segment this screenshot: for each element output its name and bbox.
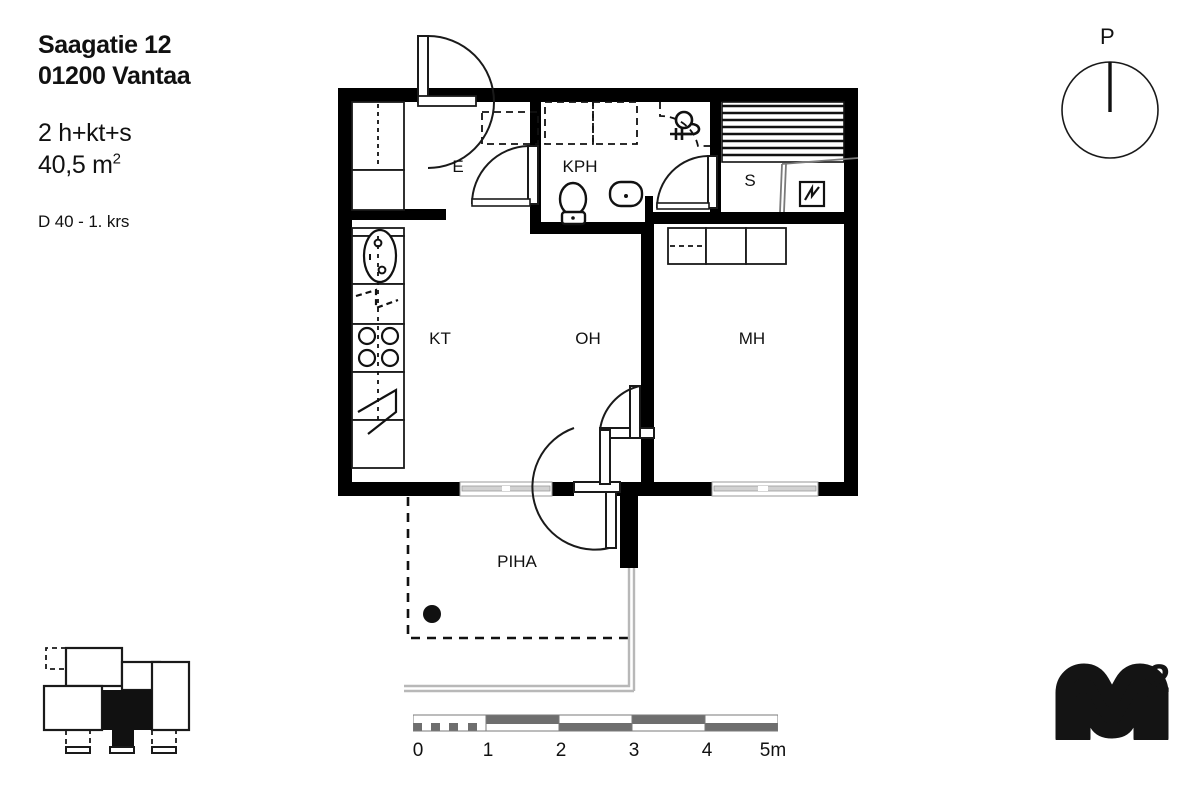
compass-north-label: P xyxy=(1100,24,1115,49)
room-label-sauna: S xyxy=(744,171,755,190)
shower-head-icon xyxy=(670,110,701,140)
sauna-door[interactable] xyxy=(656,155,718,210)
room-label-kitchen: KT xyxy=(429,329,451,348)
scale-tick-1: 1 xyxy=(482,740,494,761)
scale-bar: 0 1 2 3 4 5m xyxy=(412,713,786,761)
scale-tick-2: 2 xyxy=(555,740,567,761)
kitchen-cabinets xyxy=(351,227,405,469)
toilet-icon xyxy=(558,181,588,226)
brand-logo: 2 xyxy=(1055,657,1170,746)
compass: P xyxy=(1052,24,1172,168)
stove-four-burner-icon xyxy=(357,326,400,368)
scale-bar-graphic xyxy=(412,714,779,732)
area-exponent: 2 xyxy=(112,150,121,168)
window-living-room xyxy=(459,481,553,497)
scale-tick-0: 0 xyxy=(412,740,424,761)
shower-enclosure xyxy=(659,102,710,147)
unit-floor: D 40 - 1. krs xyxy=(38,211,130,231)
room-label-bedroom: MH xyxy=(739,329,765,348)
apartment-area-value: 40,5 m xyxy=(38,151,113,179)
kitchen-sink-icon xyxy=(362,228,398,284)
entry-overhead-cabinets xyxy=(481,111,539,145)
hall-overhead-cabinets xyxy=(544,101,638,145)
sauna-bench xyxy=(721,101,845,163)
yard-boundary xyxy=(406,497,628,640)
window-bedroom xyxy=(711,481,819,497)
scale-tick-3: 3 xyxy=(628,740,640,761)
scale-tick-4: 4 xyxy=(701,740,713,761)
site-location-diagram xyxy=(30,635,230,760)
apartment-info-panel: Saagatie 12 01200 Vantaa 2 h+kt+s 40,5 m… xyxy=(38,30,318,232)
bedroom-door[interactable] xyxy=(599,385,655,439)
yard-marker-dot xyxy=(423,605,441,623)
entry-door[interactable] xyxy=(417,35,495,169)
bedroom-closet xyxy=(667,227,787,265)
address-street: Saagatie 12 xyxy=(38,31,172,59)
room-label-living-room: OH xyxy=(575,329,601,348)
sauna-glass-partition xyxy=(779,157,859,213)
compass-rose-icon xyxy=(1061,61,1159,159)
room-label-entry: E xyxy=(452,157,463,176)
exterior-walls xyxy=(338,88,858,496)
patio-door[interactable] xyxy=(531,427,621,551)
scale-tick-5: 5m xyxy=(759,740,787,761)
scale-tick-labels: 0 1 2 3 4 5m xyxy=(412,740,786,761)
bathroom-wall-stub xyxy=(645,196,653,223)
room-label-yard: PIHA xyxy=(497,552,537,571)
bathroom-door[interactable] xyxy=(471,145,539,207)
site-plan-icon xyxy=(42,646,191,754)
apartment-area: 40,5 m2 xyxy=(38,149,318,182)
dishwasher-icon xyxy=(355,288,399,310)
apartment-type: 2 h+kt+s xyxy=(38,118,132,147)
washbasin-icon xyxy=(608,180,644,208)
yard-path xyxy=(404,497,636,693)
refrigerator-icon xyxy=(357,388,398,435)
m-squared-logo-icon: 2 xyxy=(1055,657,1170,746)
entry-closet xyxy=(351,101,405,211)
svg-text:2: 2 xyxy=(1148,660,1170,701)
sauna-stove-icon xyxy=(798,180,826,208)
room-label-bathroom: KPH xyxy=(563,157,598,176)
address-city: 01200 Vantaa xyxy=(38,62,191,91)
